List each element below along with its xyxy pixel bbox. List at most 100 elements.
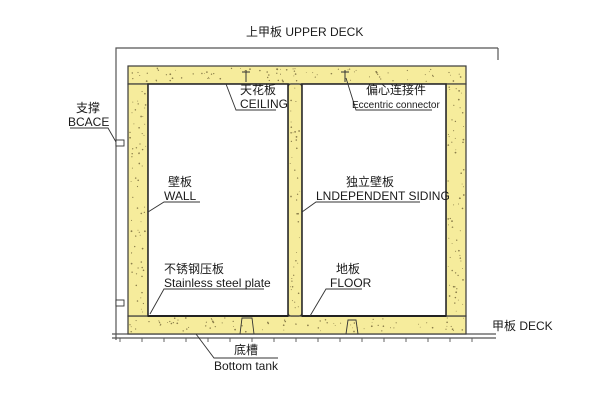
texture-dot <box>333 322 335 324</box>
floor-panel <box>127 315 467 335</box>
texture-dot <box>295 136 298 138</box>
texture-dot <box>266 71 268 73</box>
texture-dot <box>431 74 434 77</box>
texture-dot <box>207 77 209 79</box>
texture-dot <box>447 218 450 220</box>
texture-dot <box>353 330 355 333</box>
texture-dot <box>290 126 293 128</box>
texture-dot <box>377 73 379 76</box>
texture-dot <box>134 245 136 248</box>
texture-dot <box>141 266 143 269</box>
leader-wall <box>147 201 200 213</box>
texture-dot <box>447 180 449 182</box>
leader-independent <box>301 201 420 213</box>
texture-dot <box>169 320 171 323</box>
texture-dot <box>451 269 453 272</box>
texture-dot <box>145 80 148 82</box>
texture-dot <box>317 327 320 329</box>
texture-dot <box>294 87 296 89</box>
texture-dot <box>212 321 215 324</box>
texture-dot <box>295 323 297 325</box>
texture-dot <box>156 80 158 82</box>
texture-dot <box>233 326 234 328</box>
texture-dot <box>145 145 147 147</box>
texture-dot <box>137 267 139 269</box>
texture-dot <box>349 79 352 81</box>
texture-dot <box>291 285 294 288</box>
texture-dot <box>171 77 174 80</box>
texture-dot <box>138 162 141 165</box>
texture-dot <box>297 306 299 308</box>
texture-dot <box>137 103 139 105</box>
texture-dot <box>141 148 144 151</box>
texture-dot <box>159 322 161 324</box>
texture-dot <box>279 68 281 70</box>
texture-dot <box>165 74 168 76</box>
texture-dot <box>135 284 138 287</box>
texture-dot <box>169 73 172 76</box>
texture-dot <box>186 328 188 330</box>
texture-dot <box>281 79 284 81</box>
upper-deck-line <box>115 47 498 340</box>
texture-dot <box>312 72 314 74</box>
texture-dot <box>305 71 307 73</box>
texture-dot <box>448 295 451 297</box>
label-upper-deck: 上甲板 UPPER DECK <box>246 25 363 39</box>
texture-dot <box>133 123 135 125</box>
texture-dot <box>219 77 222 80</box>
texture-dot <box>357 327 359 329</box>
texture-dot <box>224 317 226 319</box>
texture-dot <box>297 292 300 295</box>
texture-dot <box>334 325 336 327</box>
texture-dot <box>182 330 184 332</box>
texture-dot <box>141 275 143 278</box>
texture-dot <box>447 224 449 226</box>
texture-dot <box>463 317 464 319</box>
texture-dot <box>205 321 207 323</box>
texture-dot <box>129 324 131 326</box>
texture-dot <box>297 221 300 223</box>
texture-dot <box>463 126 465 127</box>
texture-dot <box>130 330 132 333</box>
texture-dot <box>208 76 209 78</box>
texture-dot <box>462 141 464 144</box>
texture-dot <box>446 317 448 319</box>
texture-dot <box>292 132 294 134</box>
texture-dot <box>135 320 137 322</box>
texture-dot <box>135 147 138 149</box>
texture-dot <box>141 165 143 167</box>
texture-dot <box>143 211 146 214</box>
texture-dot <box>141 133 143 135</box>
texture-dot <box>277 79 280 82</box>
texture-dot <box>210 318 212 320</box>
texture-dot <box>140 297 142 299</box>
texture-dot <box>457 98 460 101</box>
texture-dot <box>458 249 460 252</box>
label-brace-en: BCACE <box>68 115 109 129</box>
texture-dot <box>447 144 450 146</box>
texture-dot <box>451 220 453 223</box>
label-floor-cn: 地板 <box>336 262 360 276</box>
texture-dot <box>377 324 379 327</box>
texture-dot <box>167 322 169 324</box>
texture-dot <box>283 329 285 331</box>
texture-dot <box>382 325 385 327</box>
texture-dot <box>230 67 233 70</box>
texture-dot <box>135 235 137 237</box>
texture-dot <box>214 325 216 328</box>
texture-dot <box>458 73 460 75</box>
texture-dot <box>204 73 206 74</box>
texture-dot <box>169 79 171 82</box>
texture-dot <box>449 256 451 258</box>
texture-dot <box>136 300 139 302</box>
texture-dot <box>201 72 203 75</box>
texture-dot <box>454 137 456 139</box>
label-bottom-en: Bottom tank <box>214 359 279 373</box>
texture-dot <box>452 329 454 332</box>
texture-dot <box>319 320 321 322</box>
deck-hatching <box>119 338 473 342</box>
texture-dot <box>136 207 139 209</box>
leader-floor <box>309 288 362 317</box>
texture-dot <box>316 74 318 76</box>
texture-dot <box>454 151 457 154</box>
